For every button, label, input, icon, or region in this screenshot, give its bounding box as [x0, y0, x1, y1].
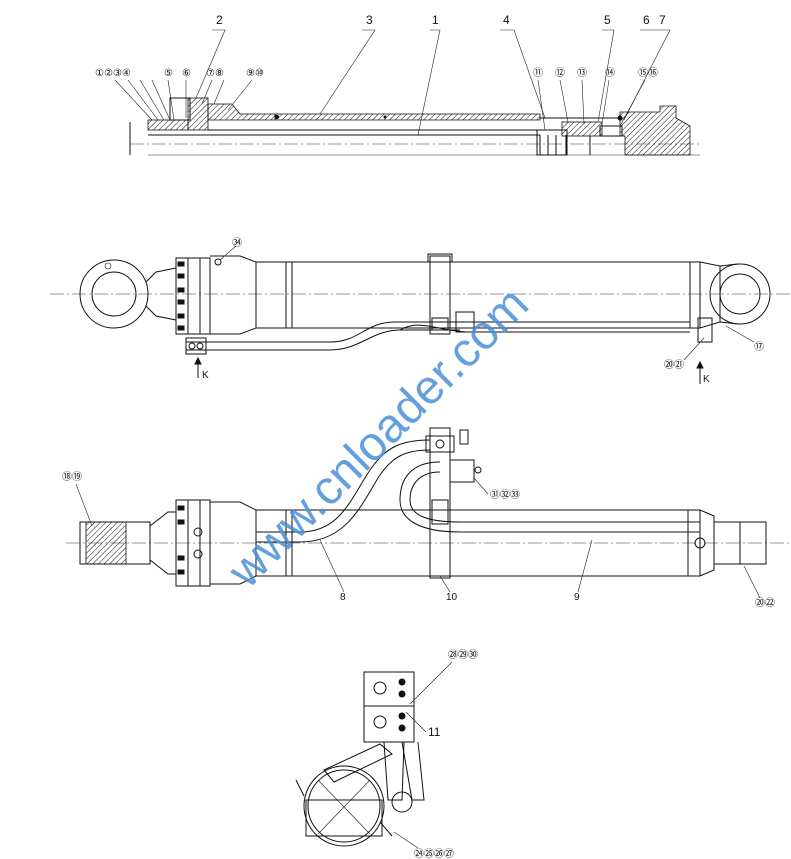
callout-11: 11: [428, 725, 441, 739]
callout-circled-7-8: ⑦⑧: [206, 68, 224, 79]
callout-4: 4: [503, 13, 510, 27]
detail-callouts: ㉘㉙㉚ 11 ㉔㉕㉖㉗: [414, 649, 478, 859]
callout-34: ㉞: [232, 237, 242, 249]
section-view: 2 3 1 4 5 6 7 ①②③④ ⑤ ⑥ ⑦⑧ ⑨⑩ ⑪ ⑫ ⑬ ⑭ ⑮⑯: [95, 13, 700, 156]
callout-28-30: ㉘㉙㉚: [448, 649, 478, 661]
callout-circled-11: ⑪: [533, 67, 543, 79]
callout-20-21: ⑳㉑: [664, 359, 684, 371]
callout-17: ⑰: [754, 341, 764, 353]
callout-9: 9: [574, 592, 580, 603]
plan-callouts: ⑱⑲ ㉛㉜㉝ ⑳㉒ 8 10 9: [62, 471, 775, 609]
flange-bolts: [177, 261, 185, 331]
arrow-label-k-right: K: [703, 374, 710, 385]
callout-circled-13: ⑬: [577, 67, 587, 79]
callout-2: 2: [216, 13, 223, 27]
callout-circled-1-4: ①②③④: [95, 68, 131, 79]
callout-10: 10: [446, 592, 458, 603]
callout-8: 8: [340, 592, 346, 603]
section-circled-callouts: ①②③④ ⑤ ⑥ ⑦⑧ ⑨⑩ ⑪ ⑫ ⑬ ⑭ ⑮⑯: [95, 67, 658, 79]
callout-circled-12: ⑫: [555, 67, 565, 79]
callout-3: 3: [366, 13, 373, 27]
callout-6: 6: [643, 13, 650, 27]
callout-24-27: ㉔㉕㉖㉗: [414, 848, 454, 859]
callout-31-33: ㉛㉜㉝: [490, 489, 520, 501]
elevation-view: ㉞ ⑰ ⑳㉑ K K: [50, 237, 790, 385]
plan-flange-bolts: [177, 505, 203, 575]
elevation-callouts: ㉞ ⑰ ⑳㉑ K K: [202, 237, 764, 385]
callout-circled-6: ⑥: [182, 68, 191, 79]
callout-circled-15-16: ⑮⑯: [638, 67, 658, 79]
callout-circled-14: ⑭: [605, 67, 615, 79]
callout-1: 1: [432, 13, 439, 27]
callout-5: 5: [604, 13, 611, 27]
detail-k-view: ㉘㉙㉚ 11 ㉔㉕㉖㉗: [295, 649, 478, 859]
callout-circled-9-10: ⑨⑩: [246, 68, 264, 79]
arrow-label-k-left: K: [202, 370, 209, 381]
callout-20-22: ⑳㉒: [755, 597, 775, 609]
plan-view: ⑱⑲ ㉛㉜㉝ ⑳㉒ 8 10 9: [62, 427, 790, 609]
callout-circled-5: ⑤: [164, 68, 173, 79]
callout-18-19: ⑱⑲: [62, 471, 82, 483]
watermark-text: www.cnloader.com: [218, 277, 539, 598]
section-callout-numbers: 2 3 1 4 5 6 7: [216, 13, 666, 27]
callout-7: 7: [659, 13, 666, 27]
